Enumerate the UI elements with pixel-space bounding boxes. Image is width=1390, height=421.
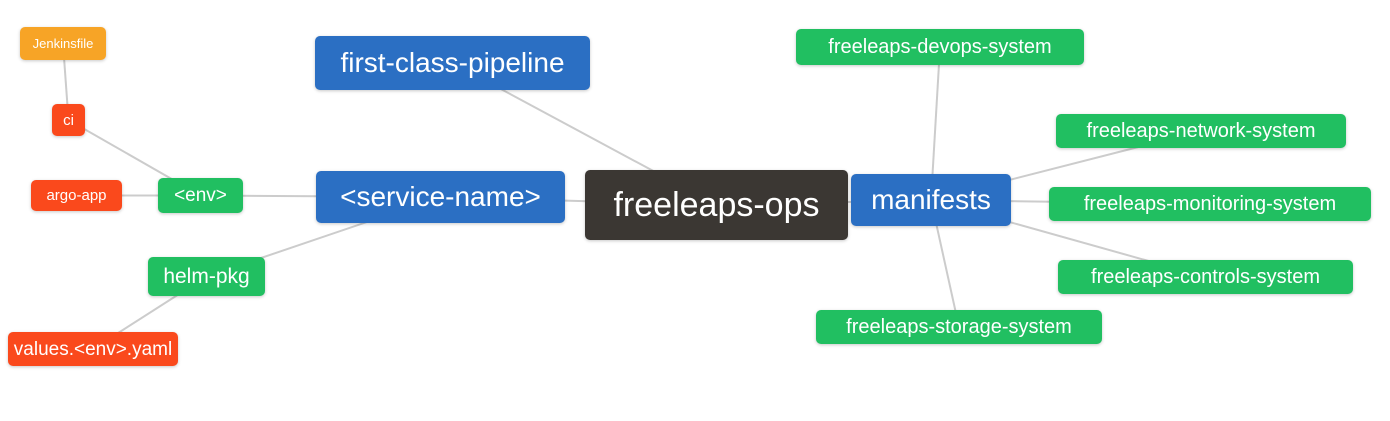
- node-freeleaps-network-system[interactable]: freeleaps-network-system: [1056, 114, 1346, 148]
- node-env[interactable]: <env>: [158, 178, 243, 213]
- node-manifests[interactable]: manifests: [851, 174, 1011, 226]
- node-values-env-yaml[interactable]: values.<env>.yaml: [8, 332, 178, 366]
- node-helm-pkg[interactable]: helm-pkg: [148, 257, 265, 296]
- node-argo-app[interactable]: argo-app: [31, 180, 122, 211]
- node-freeleaps-controls-system[interactable]: freeleaps-controls-system: [1058, 260, 1353, 294]
- node-freeleaps-devops-system[interactable]: freeleaps-devops-system: [796, 29, 1084, 65]
- node-ci[interactable]: ci: [52, 104, 85, 136]
- node-freeleaps-monitoring-system[interactable]: freeleaps-monitoring-system: [1049, 187, 1371, 221]
- node-jenkinsfile[interactable]: Jenkinsfile: [20, 27, 106, 60]
- node-freeleaps-storage-system[interactable]: freeleaps-storage-system: [816, 310, 1102, 344]
- node-freeleaps-ops[interactable]: freeleaps-ops: [585, 170, 848, 240]
- node-first-class-pipeline[interactable]: first-class-pipeline: [315, 36, 590, 90]
- node-service-name[interactable]: <service-name>: [316, 171, 565, 223]
